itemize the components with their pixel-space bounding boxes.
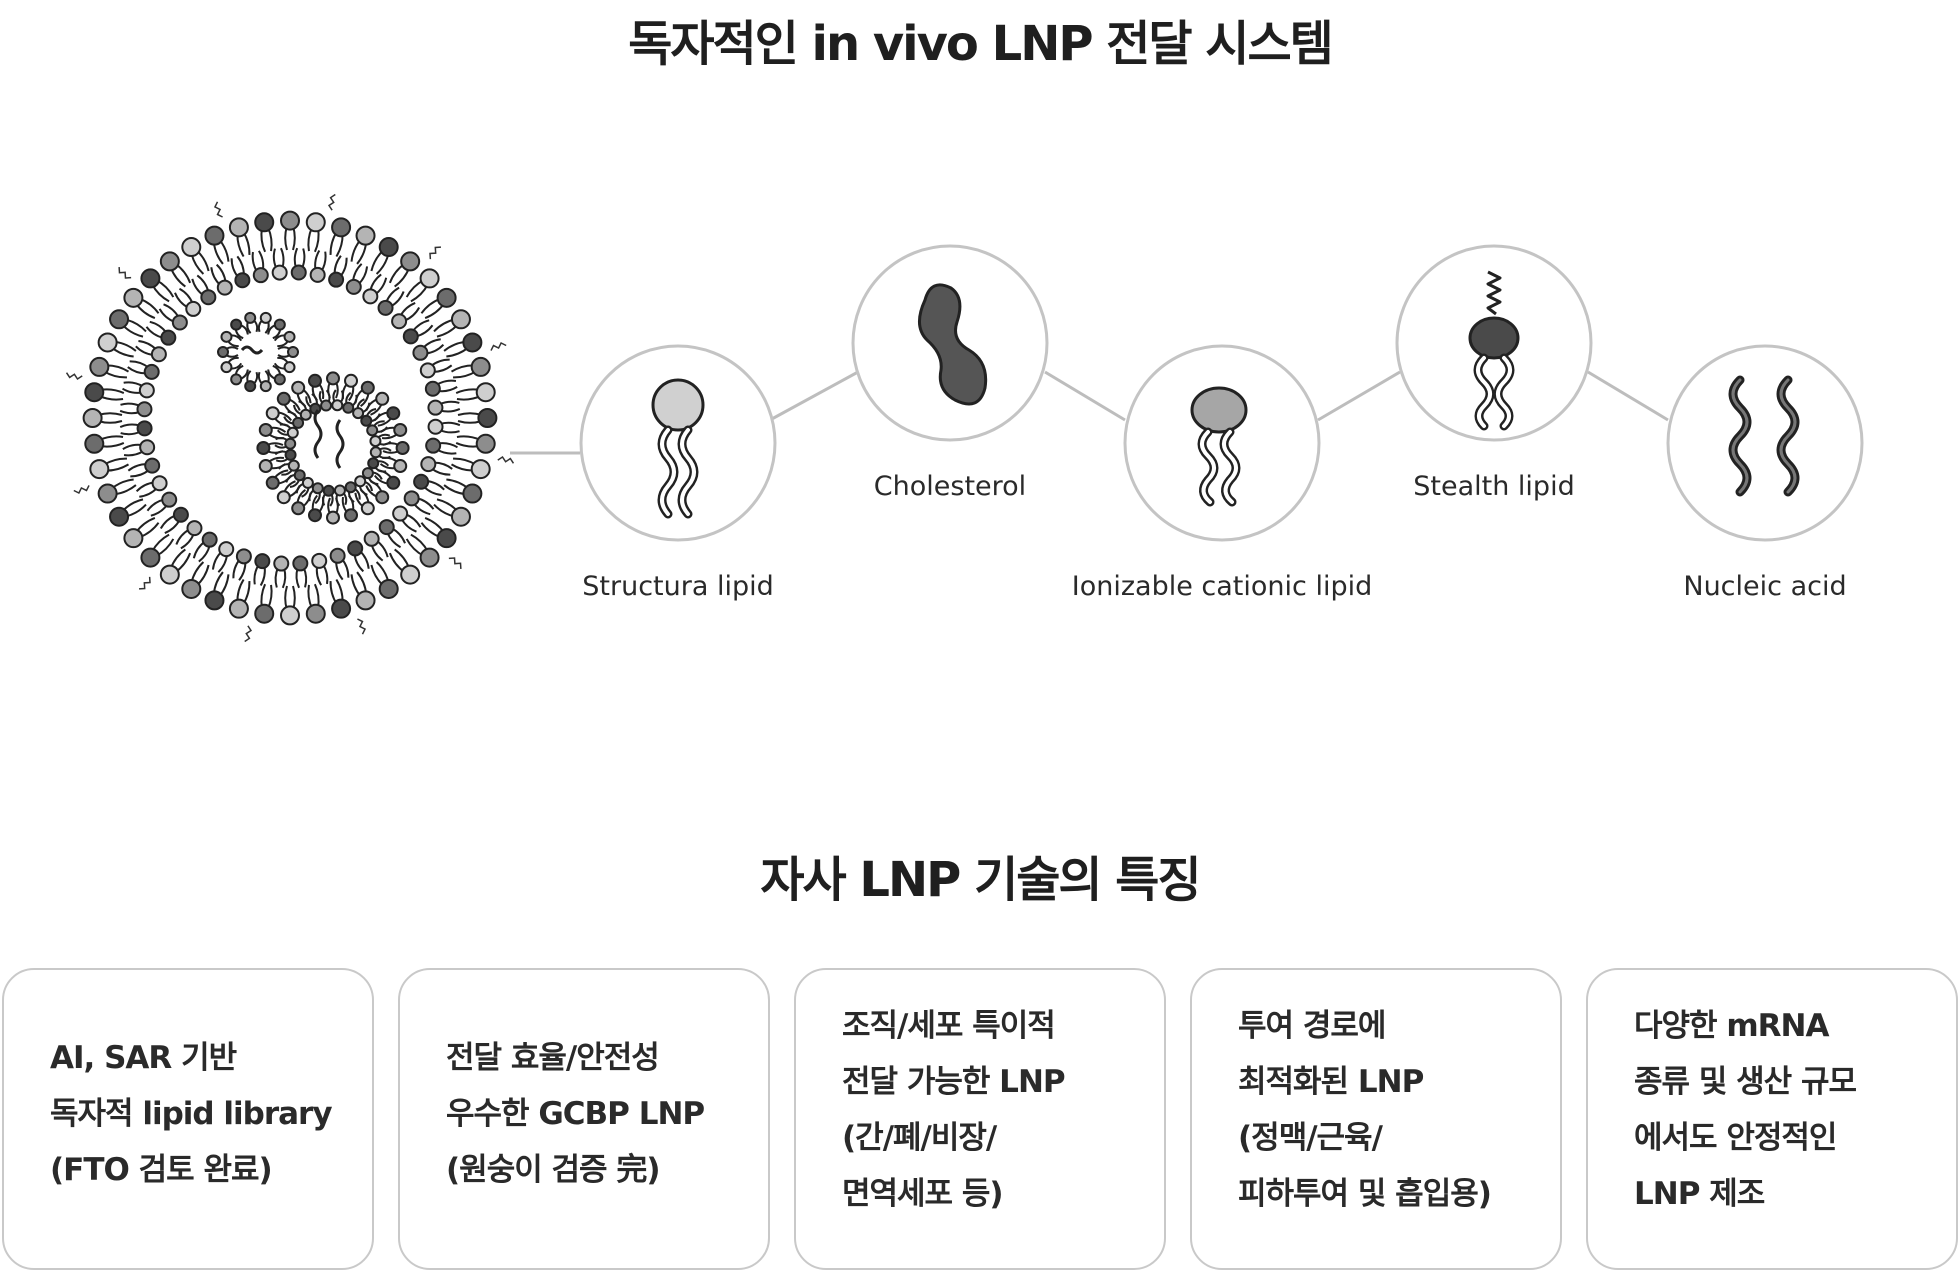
feature-line: (원숭이 검증 完) <box>446 1152 661 1188</box>
component-nucleic-acid: Nucleic acid <box>1666 344 1864 602</box>
page-title: 독자적인 in vivo LNP 전달 시스템 <box>628 16 1334 72</box>
connector-lines <box>510 370 1669 455</box>
feature-line: 에서도 안정적인 <box>1634 1120 1837 1156</box>
feature-line: 독자적 lipid library <box>50 1096 333 1132</box>
feature-line: (정맥/근육/ <box>1238 1120 1383 1156</box>
lnp-diagram: Structura lipid Cholesterol Ionizable ca… <box>65 193 1864 643</box>
nucleic-acid-icon <box>1728 375 1800 497</box>
feature-line: 조직/세포 특이적 <box>842 1008 1056 1044</box>
label-structura-lipid: Structura lipid <box>582 571 774 602</box>
feature-line: 전달 가능한 LNP <box>842 1064 1066 1100</box>
feature-line: 전달 효율/안전성 <box>446 1040 660 1076</box>
feature-line: 종류 및 생산 규모 <box>1634 1064 1857 1100</box>
feature-line: LNP 제조 <box>1634 1176 1765 1212</box>
feature-line: 면역세포 등) <box>842 1176 1004 1212</box>
lnp-particle-illustration <box>65 193 515 643</box>
feature-line: 우수한 GCBP LNP <box>446 1096 705 1132</box>
feature-line: 투여 경로에 <box>1238 1008 1386 1044</box>
feature-line: 피하투여 및 흡입용) <box>1238 1176 1492 1212</box>
feature-line: (FTO 검토 완료) <box>50 1152 273 1188</box>
label-nucleic-acid: Nucleic acid <box>1683 571 1846 602</box>
feature-line: (간/폐/비장/ <box>842 1120 997 1156</box>
feature-line: 다양한 mRNA <box>1634 1008 1829 1044</box>
node-circle <box>1666 344 1864 542</box>
component-structura-lipid: Structura lipid <box>579 344 777 602</box>
label-stealth-lipid: Stealth lipid <box>1413 471 1574 502</box>
feature-line: 최적화된 LNP <box>1238 1064 1424 1100</box>
structura-lipid-icon <box>651 378 705 519</box>
component-cholesterol: Cholesterol <box>851 244 1049 502</box>
label-cholesterol: Cholesterol <box>874 471 1026 502</box>
ionizable-lipid-icon <box>1190 386 1248 507</box>
features-title: 자사 LNP 기술의 특징 <box>760 852 1201 908</box>
feature-line: AI, SAR 기반 <box>50 1040 237 1076</box>
component-stealth-lipid: Stealth lipid <box>1395 244 1593 502</box>
component-ionizable-cationic-lipid: Ionizable cationic lipid <box>1072 344 1372 602</box>
cholesterol-icon <box>918 283 988 406</box>
label-ionizable-cationic-lipid: Ionizable cationic lipid <box>1072 571 1372 602</box>
stealth-lipid-icon <box>1468 270 1520 431</box>
